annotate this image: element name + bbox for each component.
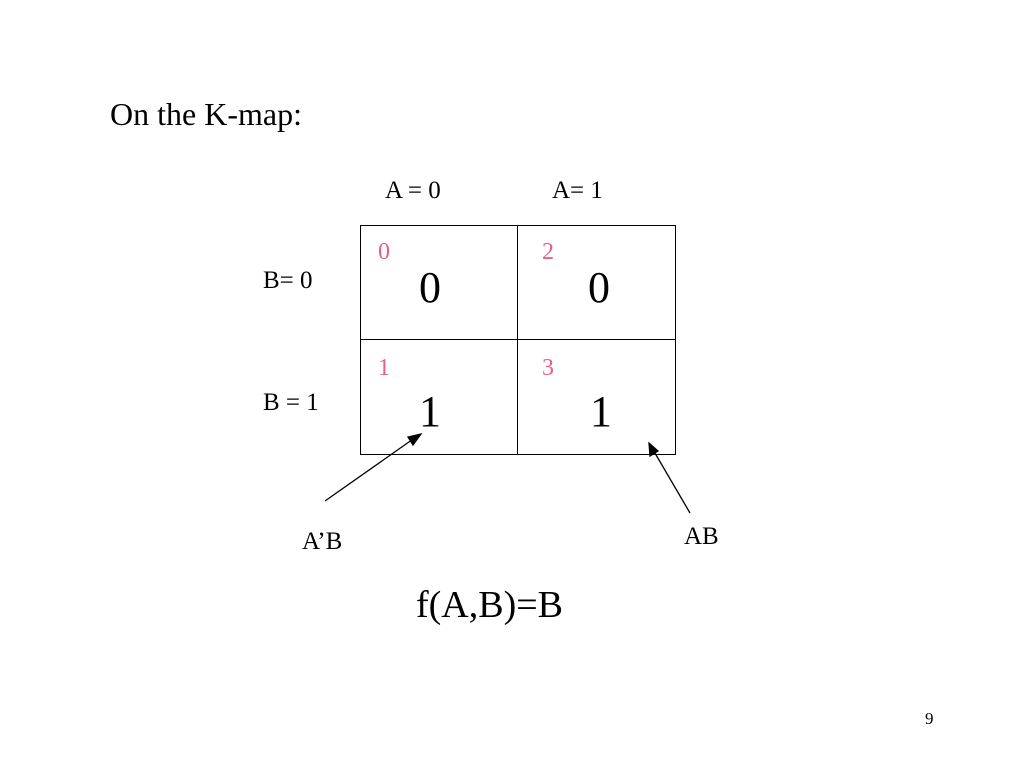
cell-value: 1 xyxy=(419,387,441,436)
function-result: f(A,B)=B xyxy=(416,584,564,626)
cell-value: 1 xyxy=(590,387,612,436)
term-label-ab: AB xyxy=(684,523,719,550)
column-label-a1: A= 1 xyxy=(552,177,603,204)
kmap-grid: 0 0 2 0 1 1 3 1 xyxy=(360,225,676,455)
cell-index: 0 xyxy=(378,239,390,265)
term-label-abar-b: A’B xyxy=(302,528,343,555)
cell-index: 2 xyxy=(542,239,554,265)
kmap-cell-a1-b1: 3 1 xyxy=(518,340,675,454)
cell-value: 0 xyxy=(588,263,610,312)
cell-index: 1 xyxy=(378,355,390,381)
page-number: 9 xyxy=(925,709,934,728)
row-label-b1: B = 1 xyxy=(263,389,319,416)
cell-value: 0 xyxy=(419,263,441,312)
row-label-b0: B= 0 xyxy=(263,267,313,294)
slide-title: On the K-map: xyxy=(110,96,302,132)
column-label-a0: A = 0 xyxy=(385,177,441,204)
kmap-cell-a1-b0: 2 0 xyxy=(518,226,675,340)
kmap-cell-a0-b0: 0 0 xyxy=(361,226,518,340)
kmap-cell-a0-b1: 1 1 xyxy=(361,340,518,454)
cell-index: 3 xyxy=(542,355,554,381)
